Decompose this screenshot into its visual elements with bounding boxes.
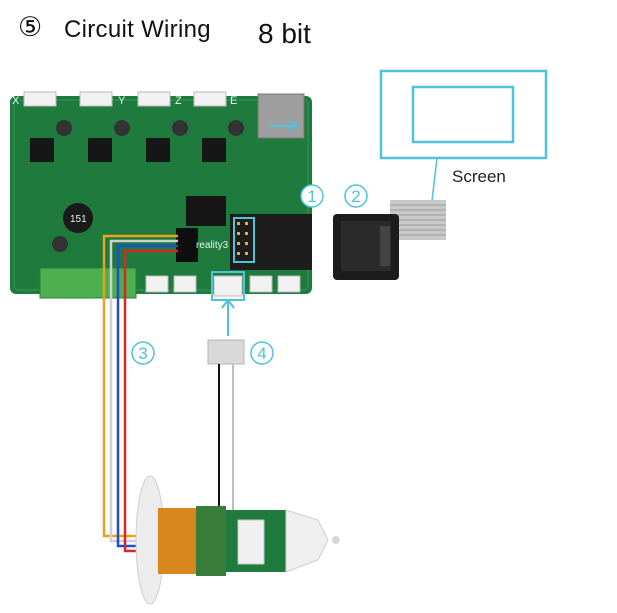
step-2-number: 2 [351,187,360,206]
ribbon-connector [333,214,399,280]
screen-label: Screen [452,167,506,186]
arrow-up-icon [221,298,235,336]
axis-label-x: X [12,95,20,107]
step-number-badge: ⑤ [18,12,43,43]
exp-header-highlight [233,217,255,263]
screen-outline [379,69,548,160]
mainboard [10,91,312,299]
board-brand-label: reality3 [196,240,229,251]
inductor-code-label: 151 [70,214,87,225]
step-4-badge: 4 [250,341,274,365]
axis-label-z: Z [175,95,182,107]
step-2-badge: 2 [344,184,368,208]
axis-label-y: Y [118,95,126,107]
axis-label-e: E [230,95,237,107]
title-bits: 8 bit [258,18,311,49]
step-4-number: 4 [257,344,266,363]
probe-sensor [135,475,340,605]
step-1-number: 1 [307,187,316,206]
arrow-right-icon [270,119,299,133]
step-1-badge: 1 [300,184,324,208]
sensor-plug [207,339,245,365]
screen-display-area [411,85,515,144]
step-3-badge: 3 [131,341,155,365]
title-text: Circuit Wiring [64,16,211,43]
ribbon-cable [390,200,446,240]
step-3-number: 3 [138,344,147,363]
